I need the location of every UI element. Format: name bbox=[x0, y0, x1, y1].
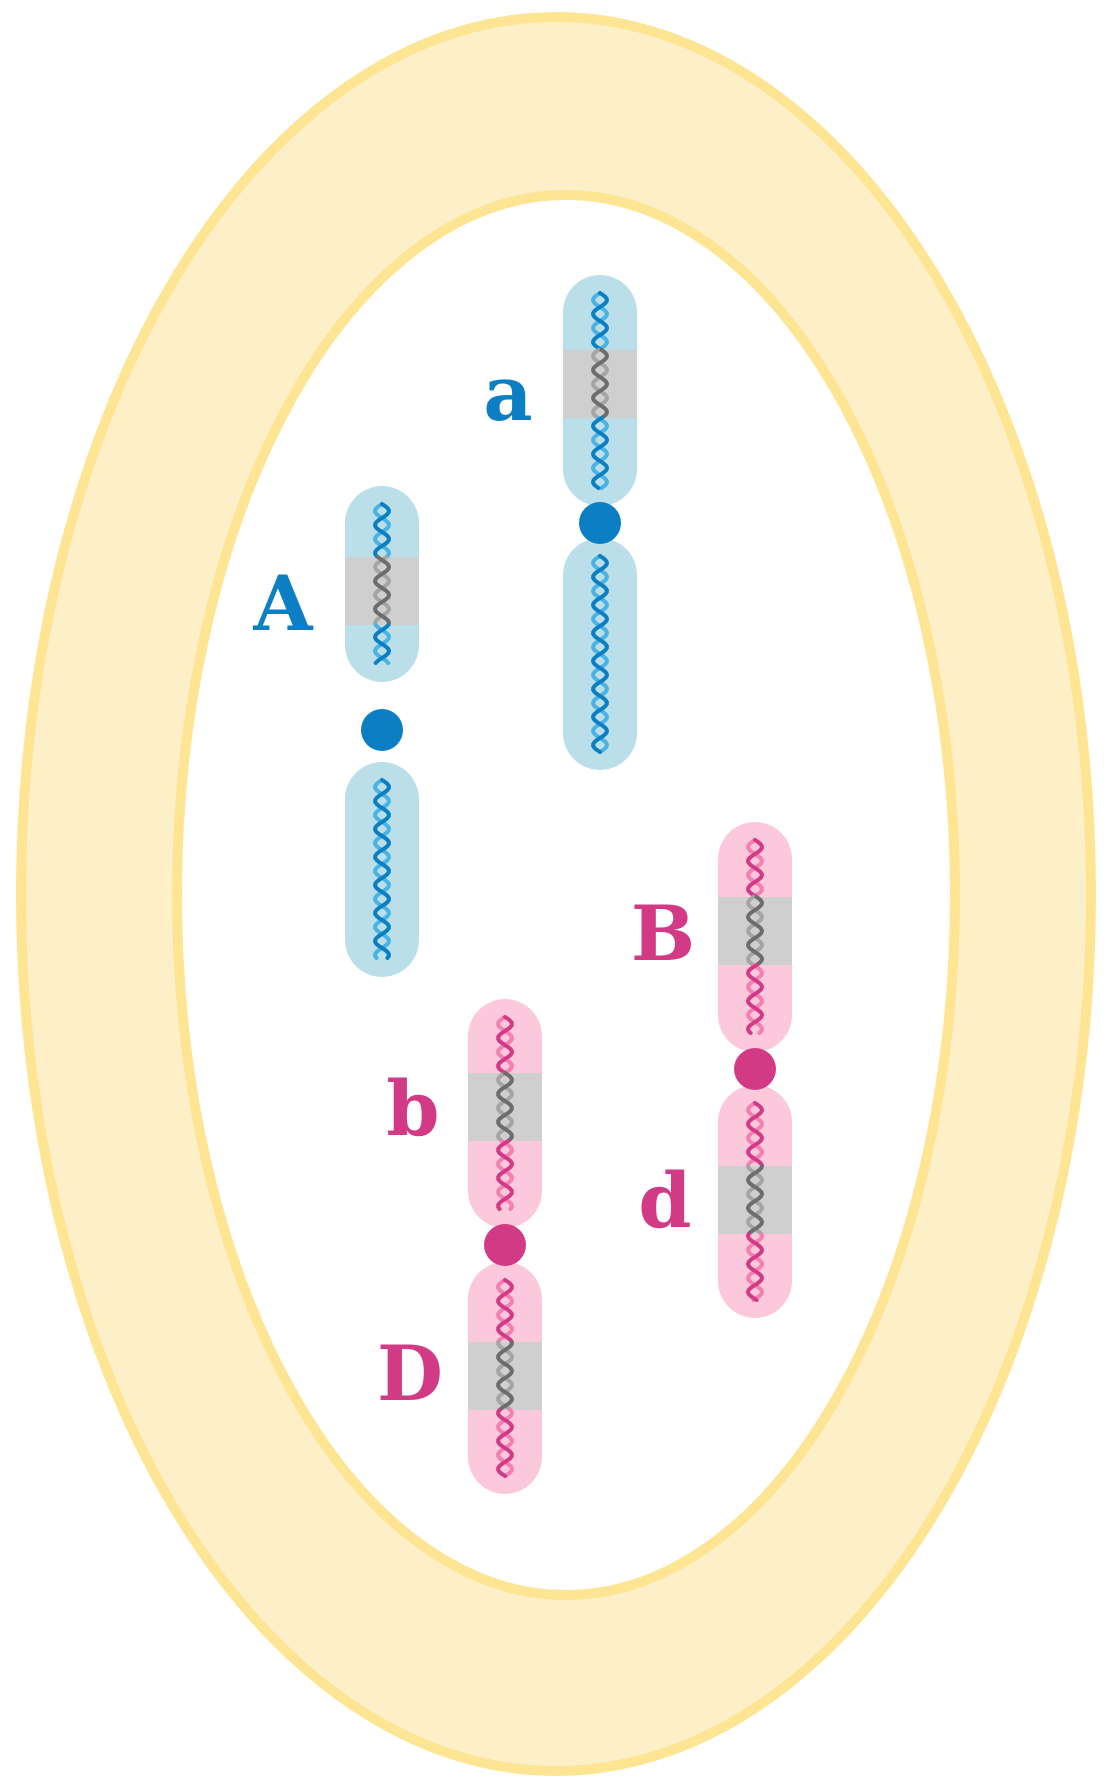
dna-strand bbox=[372, 555, 392, 627]
dna-strand bbox=[590, 348, 610, 420]
dna-strand bbox=[373, 778, 391, 960]
dna-strand bbox=[746, 1101, 764, 1167]
dna-strand bbox=[373, 502, 391, 558]
allele-label-A: A bbox=[253, 559, 314, 648]
chromosome-Bd bbox=[718, 822, 792, 1318]
gene-locus-band bbox=[563, 350, 637, 418]
dna-strand bbox=[590, 416, 610, 490]
centromere bbox=[361, 709, 403, 751]
dna-strand bbox=[745, 1164, 765, 1236]
chromosome-a bbox=[563, 275, 637, 770]
dna-strand bbox=[496, 1278, 514, 1344]
dna-strand bbox=[745, 1232, 765, 1302]
dna-strand bbox=[590, 416, 610, 490]
dna-strand bbox=[746, 1101, 764, 1167]
chromosomes bbox=[345, 275, 792, 1494]
dna-strand bbox=[745, 895, 765, 967]
chromosome-bD bbox=[468, 999, 542, 1494]
gene-locus-band bbox=[718, 897, 792, 965]
dna-strand bbox=[746, 838, 764, 898]
centromere bbox=[579, 502, 621, 544]
dna-strand bbox=[591, 554, 609, 754]
dna-strand bbox=[590, 348, 610, 420]
chromosome-arm-2 bbox=[345, 762, 419, 977]
dna-strand bbox=[496, 1408, 514, 1478]
chromosome-A bbox=[345, 486, 419, 977]
centromere bbox=[734, 1048, 776, 1090]
dna-strand bbox=[496, 1340, 514, 1412]
dna-strand bbox=[372, 555, 392, 627]
dna-strand bbox=[496, 1071, 514, 1143]
dna-strand bbox=[373, 778, 391, 960]
allele-label-D: D bbox=[377, 1329, 443, 1418]
dna-strand bbox=[373, 502, 391, 558]
dna-strand bbox=[745, 963, 765, 1035]
dna-strand bbox=[496, 1139, 514, 1211]
dna-strand bbox=[745, 1232, 765, 1302]
allele-label-b: b bbox=[386, 1064, 439, 1153]
dna-strand bbox=[591, 291, 609, 351]
dna-strand bbox=[745, 895, 765, 967]
centromere bbox=[484, 1224, 526, 1266]
allele-label-d: d bbox=[638, 1156, 691, 1245]
dna-strand bbox=[496, 1139, 514, 1211]
allele-label-a: a bbox=[483, 349, 532, 438]
dna-strand bbox=[496, 1015, 514, 1075]
dna-strand bbox=[496, 1340, 514, 1412]
allele-label-B: B bbox=[631, 889, 695, 978]
dna-strand bbox=[372, 623, 392, 665]
dna-strand bbox=[496, 1278, 514, 1344]
allele-labels: A a b D B d bbox=[253, 349, 696, 1418]
